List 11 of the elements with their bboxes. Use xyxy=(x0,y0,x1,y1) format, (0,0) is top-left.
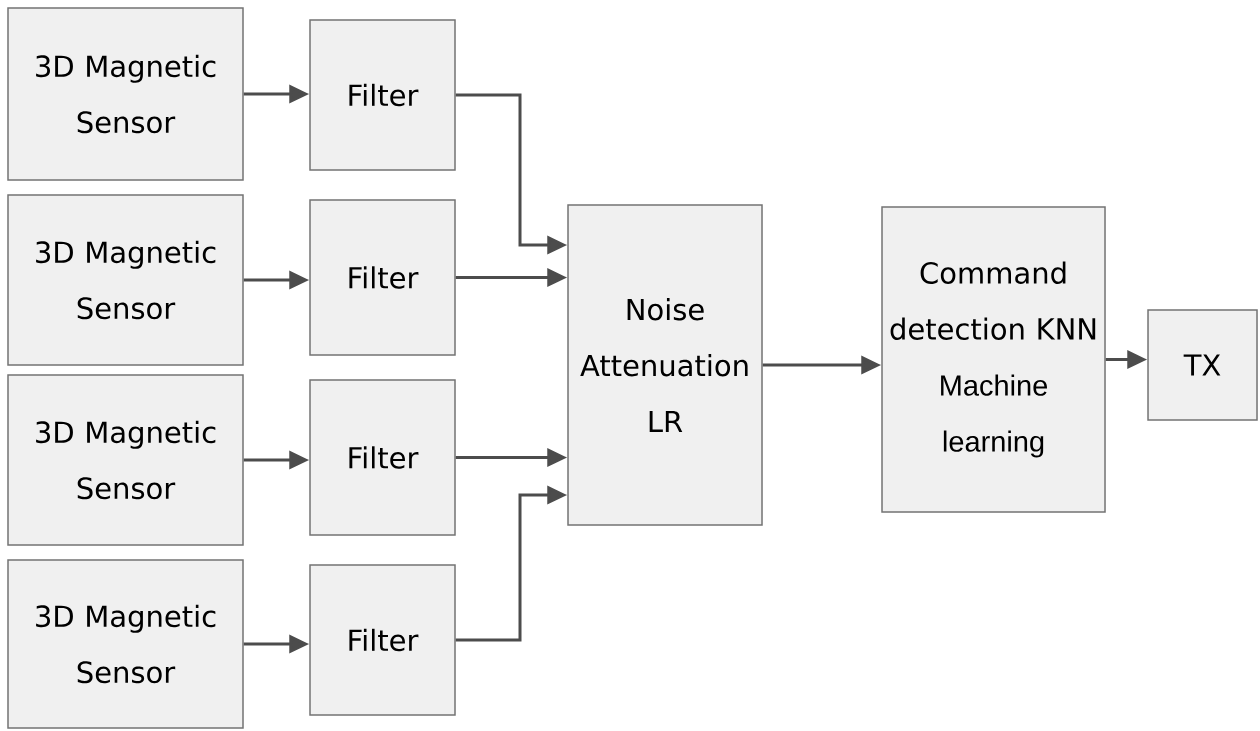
sensor-box: 3D Magnetic Sensor xyxy=(7,374,244,546)
sensor-box: 3D Magnetic Sensor xyxy=(7,194,244,366)
sensor-box: 3D Magnetic Sensor xyxy=(7,7,244,181)
sensor-box: 3D Magnetic Sensor xyxy=(7,559,244,729)
filter-box: Filter xyxy=(309,19,456,171)
filter-box: Filter xyxy=(309,199,456,356)
filter-box: Filter xyxy=(309,379,456,536)
process-box: Command detection KNN Machine learning xyxy=(881,206,1106,513)
filter-box: Filter xyxy=(309,564,456,716)
output-box: TX xyxy=(1147,309,1258,421)
process-box: Noise Attenuation LR xyxy=(567,204,763,526)
